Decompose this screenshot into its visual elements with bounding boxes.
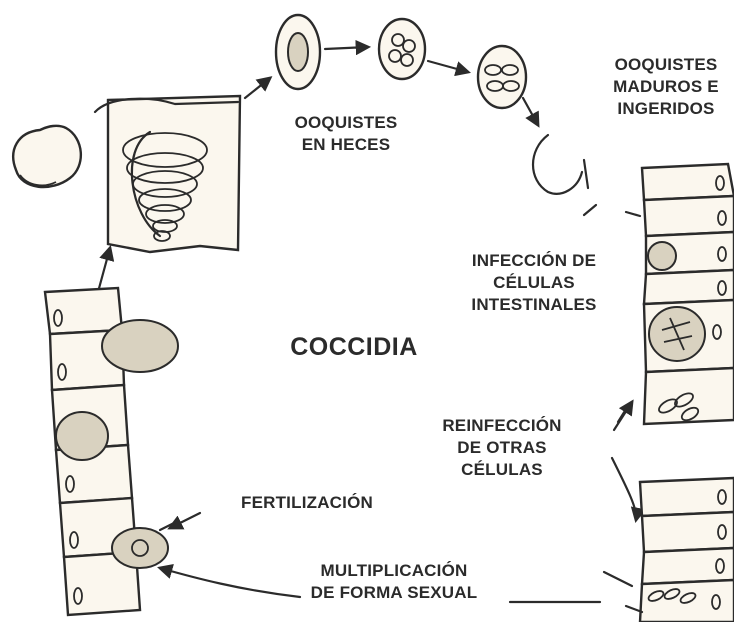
cycle-arrow-icon bbox=[325, 47, 368, 49]
cycle-arrow-icon bbox=[245, 78, 270, 98]
label-infeccion-celulas: INFECCIÓN DE CÉLULAS INTESTINALES bbox=[446, 250, 622, 316]
label-reinfeccion: REINFECCIÓN DE OTRAS CÉLULAS bbox=[420, 415, 584, 481]
cycle-arrow-icon bbox=[428, 61, 468, 72]
merozoite-icon bbox=[618, 406, 628, 422]
macrogamete-icon bbox=[102, 320, 178, 372]
oocyst-dividing-icon bbox=[379, 19, 425, 79]
cycle-arrow-icon bbox=[98, 248, 110, 292]
cycle-arrow-icon bbox=[612, 458, 636, 520]
cycle-arrow-icon bbox=[523, 98, 538, 125]
diagram-title: COCCIDIA bbox=[268, 332, 440, 362]
label-ooquistes-maduros: OOQUISTES MADUROS E INGERIDOS bbox=[598, 54, 734, 120]
intestine-segment-icon bbox=[13, 96, 240, 252]
microgametocyte-icon bbox=[56, 412, 108, 460]
zygote-icon bbox=[112, 528, 168, 568]
label-ooquistes-en-heces: OOQUISTES EN HECES bbox=[276, 112, 416, 156]
oocyst-unsporulated-icon bbox=[276, 15, 320, 89]
label-multiplicacion-sexual: MULTIPLICACIÓN DE FORMA SEXUAL bbox=[288, 560, 500, 604]
label-fertilizacion: FERTILIZACIÓN bbox=[222, 492, 392, 514]
meront-icon bbox=[648, 242, 676, 270]
right-epithelium-upper-icon bbox=[642, 164, 734, 424]
oocyst-excysting-icon bbox=[533, 135, 588, 194]
sporozoite-icon bbox=[626, 212, 640, 216]
cycle-arrow-icon bbox=[170, 513, 200, 528]
oocyst-sporulated-icon bbox=[478, 46, 526, 108]
cycle-arrow-icon bbox=[160, 568, 300, 597]
sporozoite-icon bbox=[584, 205, 596, 215]
schizont-icon bbox=[649, 307, 705, 361]
